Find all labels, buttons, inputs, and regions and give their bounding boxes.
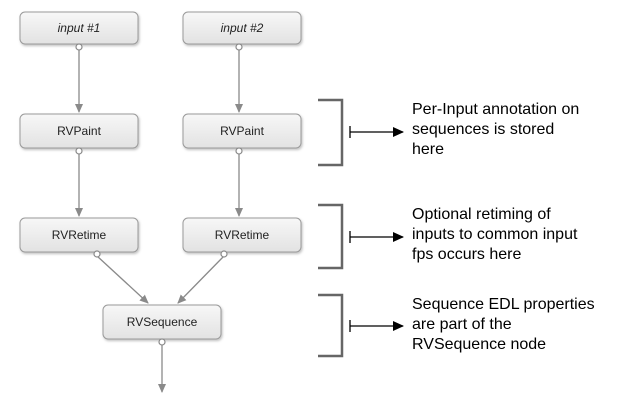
- node-rvsequence[interactable]: RVSequence: [102, 304, 222, 340]
- port-paint1-out[interactable]: [75, 147, 83, 155]
- annotation-paint-line-1: Per-Input annotation on: [412, 101, 580, 118]
- connection-ports: [75, 43, 243, 346]
- node-rvpaint-1-label: RVPaint: [57, 124, 101, 138]
- annotation-retime: Optional retiming of inputs to common in…: [412, 205, 624, 265]
- port-input1-out[interactable]: [75, 43, 83, 51]
- port-retime2-out[interactable]: [220, 250, 228, 258]
- annotation-sequence: Sequence EDL properties are part of the …: [412, 295, 624, 355]
- bracket-paint: [318, 98, 344, 167]
- port-paint2-out[interactable]: [235, 147, 243, 155]
- annotation-sequence-line-2: are part of the: [412, 316, 512, 333]
- node-connectors: [75, 48, 243, 393]
- annotation-paint-line-3: here: [412, 141, 445, 158]
- node-rvpaint-2[interactable]: RVPaint: [182, 113, 302, 149]
- annotation-sequence-line-1: Sequence EDL properties: [412, 296, 595, 313]
- node-input-1[interactable]: input #1: [19, 11, 139, 45]
- annotation-retime-line-2: inputs to common input: [412, 226, 578, 243]
- node-input-1-label: input #1: [58, 21, 101, 35]
- port-input2-out[interactable]: [235, 43, 243, 51]
- connector-retime1-to-sequence: [96, 255, 149, 304]
- annotation-sequence-line-3: RVSequence node: [412, 336, 547, 353]
- annotation-paint: Per-Input annotation on sequences is sto…: [412, 100, 624, 160]
- node-rvretime-1[interactable]: RVRetime: [19, 217, 139, 253]
- node-rvsequence-label: RVSequence: [127, 315, 198, 329]
- port-retime1-out[interactable]: [93, 250, 101, 258]
- node-input-2[interactable]: input #2: [182, 11, 302, 45]
- port-sequence-out[interactable]: [158, 338, 166, 346]
- annotation-retime-line-3: fps occurs here: [412, 246, 522, 263]
- node-rvpaint-2-label: RVPaint: [220, 124, 264, 138]
- annotation-paint-line-2: sequences is stored: [412, 121, 555, 138]
- node-rvretime-2-label: RVRetime: [215, 228, 270, 242]
- annotation-retime-line-1: Optional retiming of: [412, 206, 551, 223]
- annotation-pointers: [349, 126, 404, 332]
- bracket-retime: [318, 203, 344, 270]
- connector-retime2-to-sequence: [177, 255, 225, 304]
- node-rvpaint-1[interactable]: RVPaint: [19, 113, 139, 149]
- node-input-2-label: input #2: [221, 21, 264, 35]
- bracket-sequence: [318, 293, 344, 358]
- node-rvretime-1-label: RVRetime: [52, 228, 107, 242]
- node-rvretime-2[interactable]: RVRetime: [182, 217, 302, 253]
